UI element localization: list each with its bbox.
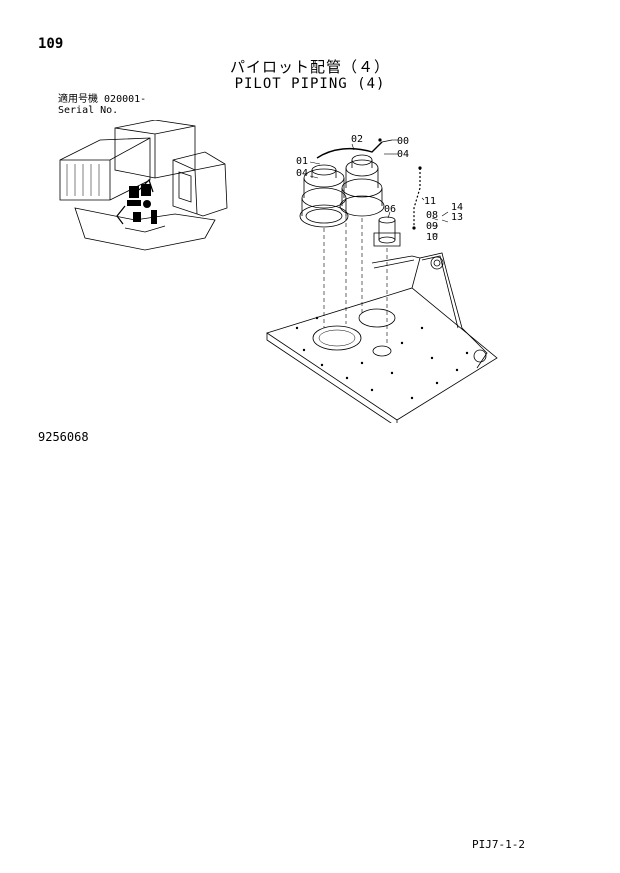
callout-08: 08 (426, 210, 439, 221)
serial-block: 適用号機 020001- Serial No. (58, 94, 146, 116)
page-title-jp: パイロット配管（４） (229, 58, 390, 76)
callout-02: 02 (351, 134, 364, 145)
callout-04-right: 04 (397, 149, 410, 160)
footer-code: PIJ7-1-2 (472, 838, 525, 851)
serial-label-jp: 適用号機 (58, 94, 98, 105)
callout-10: 10 (426, 232, 439, 243)
callout-04-left: 04 (296, 168, 309, 179)
callout-14: 14 (451, 202, 464, 213)
document-code: 9256068 (38, 430, 89, 444)
callout-01: 01 (296, 156, 309, 167)
pilot-piping-exploded-view (266, 138, 498, 423)
callout-09: 09 (426, 221, 439, 232)
serial-value: 020001- (104, 94, 147, 105)
page-title-en: PILOT PIPING (4) (234, 76, 386, 92)
callout-00: 00 (397, 136, 410, 147)
page-number: 109 (38, 36, 64, 52)
serial-label-en: Serial No. (58, 105, 119, 116)
callout-11: 11 (424, 196, 437, 207)
callout-06: 06 (384, 204, 397, 215)
machine-overview-illustration (59, 120, 228, 251)
callout-13: 13 (451, 212, 464, 223)
